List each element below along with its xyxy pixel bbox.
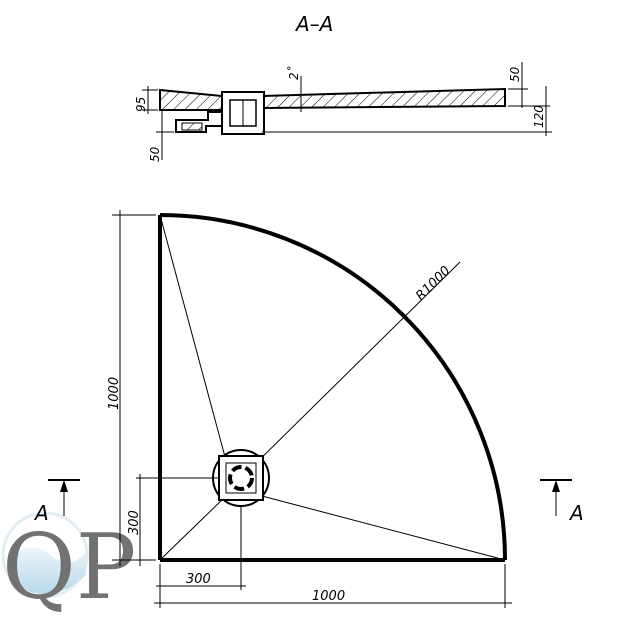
dim-section-50-right: 50 (508, 66, 522, 82)
plan-dimensions: 1000 1000 300 300 (107, 210, 512, 608)
dim-plan-height: 1000 (107, 377, 122, 410)
radius-label: R1000 (413, 263, 453, 303)
dim-plan-width: 1000 (312, 589, 345, 604)
cut-label-left: A (33, 501, 49, 525)
dim-section-120: 120 (532, 105, 546, 128)
dim-section-95: 95 (134, 97, 148, 112)
watermark-logo: QP (1, 511, 136, 620)
radius-dimension: R1000 (240, 261, 461, 479)
plan-outline (158, 213, 507, 562)
cut-marker-left: A (33, 479, 80, 525)
plan-slope-lines (159, 214, 506, 561)
dim-drain-x: 300 (186, 572, 211, 587)
dim-section-50-left: 50 (148, 146, 162, 162)
drain (212, 449, 270, 507)
drain-grate-icon (228, 465, 254, 491)
dim-drain-y: 300 (127, 510, 142, 535)
section-profile (159, 87, 506, 135)
section-title: A–A (294, 12, 333, 36)
cut-marker-right: A (540, 479, 584, 525)
watermark-text: QP (2, 515, 136, 620)
section-dimensions: 95 50 2˚ 50 120 (134, 62, 552, 162)
cut-label-right: A (568, 501, 584, 525)
slope-label: 2˚ (286, 66, 301, 80)
